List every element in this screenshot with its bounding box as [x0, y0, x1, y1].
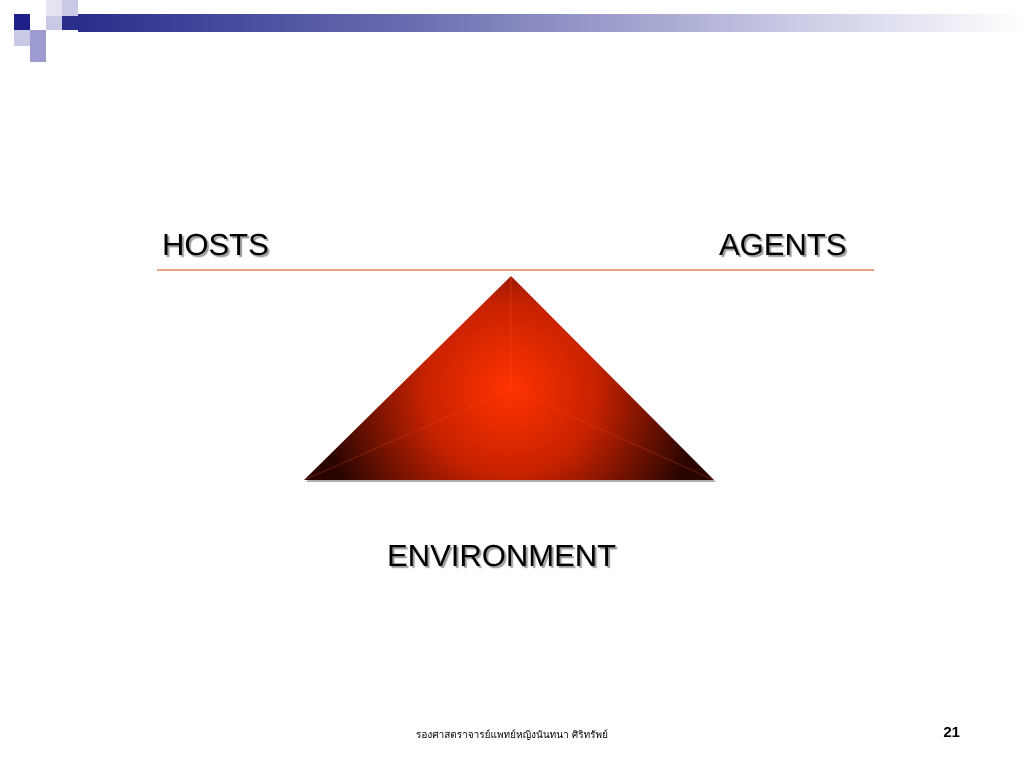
- deco-square: [46, 30, 62, 46]
- fulcrum-triangle: [303, 276, 716, 482]
- deco-square: [30, 30, 46, 46]
- deco-square: [14, 14, 30, 30]
- decorative-header: [0, 0, 1024, 62]
- balance-beam: [157, 269, 874, 271]
- hosts-label: HOSTS: [162, 227, 269, 262]
- deco-square: [62, 0, 78, 16]
- environment-label: ENVIRONMENT: [387, 538, 617, 573]
- deco-square: [30, 46, 46, 62]
- header-gradient-bar: [78, 14, 1024, 32]
- deco-square: [14, 30, 30, 46]
- deco-square: [46, 0, 62, 16]
- deco-square: [46, 14, 62, 30]
- footer-author: รองศาสตราจารย์แพทย์หญิงนันทนา ศิริทรัพย์: [415, 730, 609, 741]
- deco-square: [30, 14, 46, 30]
- deco-square: [62, 14, 78, 30]
- agents-label: AGENTS: [719, 227, 847, 262]
- page-number: 21: [943, 724, 960, 741]
